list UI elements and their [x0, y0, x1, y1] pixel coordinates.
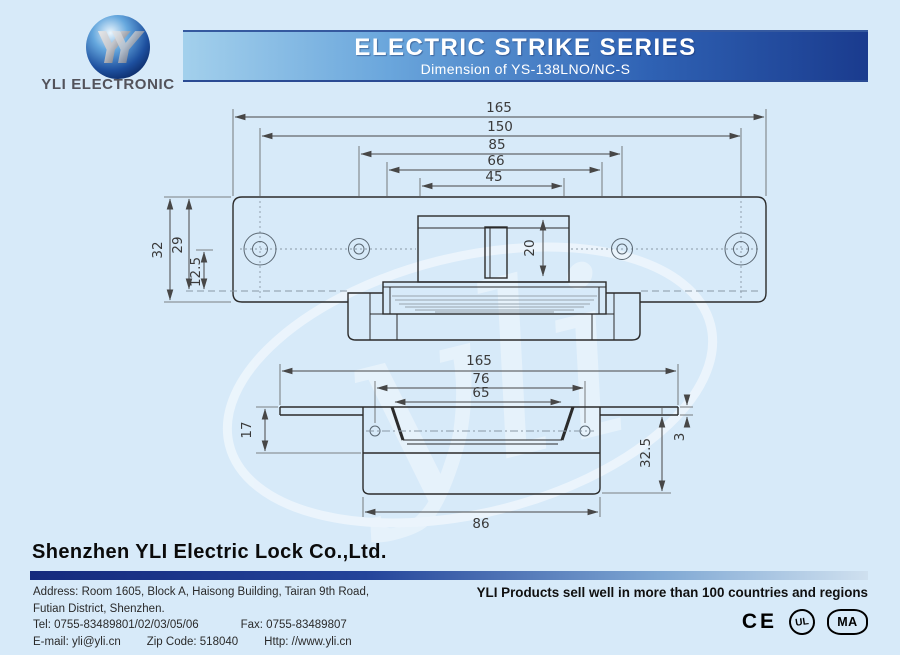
slogan-block: YLI Products sell well in more than 100 …	[468, 585, 868, 637]
dim-side-65: 65	[472, 385, 489, 401]
side-view: 165 76 65	[239, 353, 693, 532]
divider-bar	[30, 571, 868, 580]
mount-holes	[243, 232, 758, 266]
slogan: YLI Products sell well in more than 100 …	[476, 585, 868, 600]
contact-block: Address: Room 1605, Block A, Haisong Bui…	[33, 584, 369, 650]
series-banner: ELECTRIC STRIKE SERIES Dimension of YS-1…	[183, 30, 868, 82]
banner-title: ELECTRIC STRIKE SERIES	[354, 34, 697, 61]
logo-sphere	[86, 15, 150, 79]
website: Http: //www.yli.cn	[264, 635, 352, 648]
address-line1: Address: Room 1605, Block A, Haisong Bui…	[33, 586, 370, 598]
dim-front-45: 45	[485, 169, 502, 185]
dim-side-86: 86	[472, 516, 489, 532]
fax: Fax: 0755-83489807	[240, 619, 347, 631]
email: E-mail: yli@yli.cn	[33, 635, 121, 648]
dim-front-85: 85	[488, 137, 505, 153]
certification-marks: CE UL MA	[468, 607, 868, 637]
dim-side-17: 17	[239, 421, 255, 438]
dim-side-76: 76	[472, 371, 489, 387]
ul-mark-icon: UL	[787, 607, 817, 637]
banner-subtitle: Dimension of YS-138LNO/NC-S	[420, 61, 631, 77]
dim-side-165: 165	[466, 353, 492, 369]
logo-company-short: YLI ELECTRONIC	[41, 76, 175, 93]
dim-side-32-5: 32.5	[638, 438, 654, 468]
dim-side-3: 3	[672, 433, 688, 442]
logo-y2-icon: Y	[109, 23, 145, 74]
dim-front-12-5: 12.5	[188, 257, 204, 287]
dim-front-32: 32	[150, 241, 166, 258]
page-bottom-margin	[0, 655, 900, 668]
tel: Tel: 0755-83489801/02/03/05/06	[33, 619, 199, 631]
company-name: Shenzhen YLI Electric Lock Co.,Ltd.	[32, 541, 387, 563]
yli-logo-icon: Y Y	[86, 15, 150, 79]
front-view: 165 150 85 66 45	[150, 100, 767, 341]
logo-y-icon: Y	[95, 23, 131, 74]
dim-front-20: 20	[522, 239, 538, 256]
ce-mark-icon: CE	[741, 610, 777, 633]
watermark: yli	[222, 214, 718, 549]
ma-mark-icon: MA	[827, 609, 868, 635]
dim-front-150: 150	[487, 119, 513, 135]
zip-code: Zip Code: 518040	[146, 635, 239, 648]
address-line2: Futian District, Shenzhen.	[33, 602, 165, 615]
dim-front-165: 165	[486, 100, 512, 116]
dim-front-66: 66	[487, 153, 504, 169]
dim-front-29: 29	[170, 236, 186, 253]
